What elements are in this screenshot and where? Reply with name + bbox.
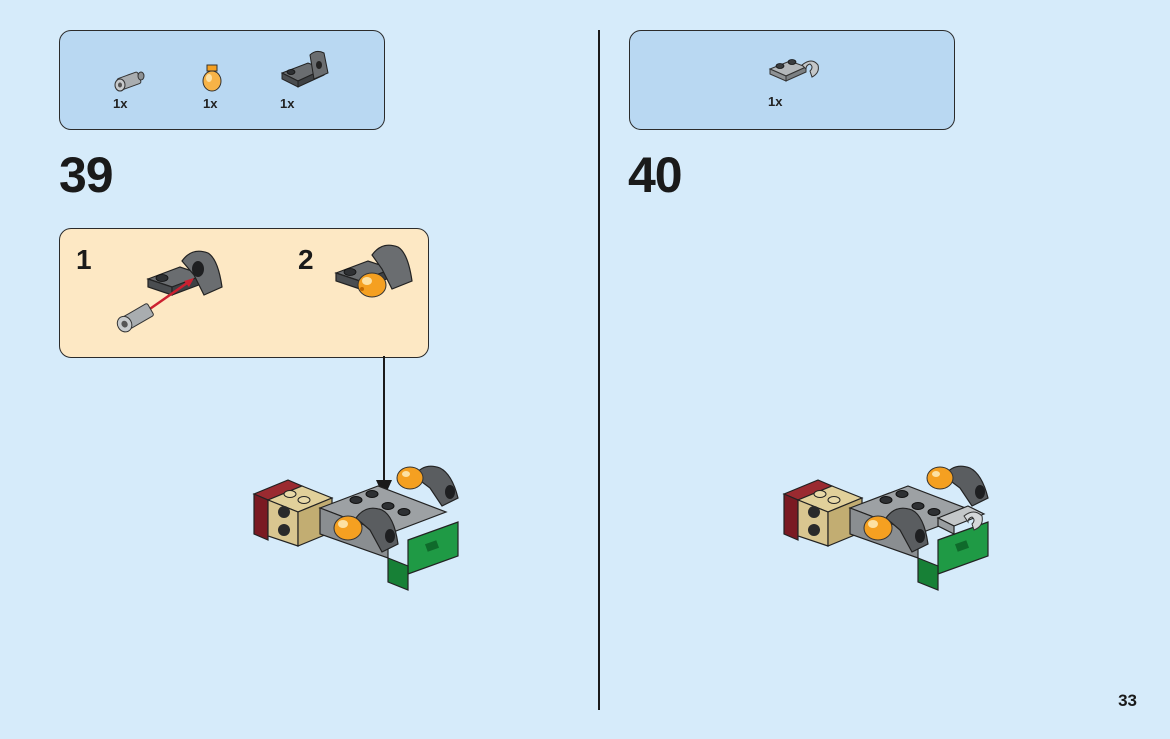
- column-divider: [598, 30, 600, 710]
- step-39-parts-callout: 1x 1x 1x: [59, 30, 385, 130]
- substep-number: 1: [76, 244, 92, 275]
- part-qty: 1x: [113, 96, 128, 111]
- part-qty: 1x: [203, 96, 218, 111]
- step-40-model-illustration: [782, 465, 989, 591]
- part-qty: 1x: [768, 94, 783, 109]
- assembly-arrow: [143, 279, 191, 315]
- substep-1-illustration: [116, 250, 223, 333]
- step-number: 40: [628, 147, 683, 203]
- sub-assembly-callout: 1 2: [59, 228, 429, 358]
- orange-lamp-holder-icon: [202, 64, 222, 92]
- step-40-parts-callout: 1x: [629, 30, 955, 130]
- page-number: 33: [1118, 691, 1137, 710]
- technic-pin-connector-icon: [114, 71, 145, 92]
- part-qty: 1x: [280, 96, 295, 111]
- substep-2-illustration: [334, 244, 413, 298]
- substep-number: 2: [298, 244, 314, 275]
- light-gray-clip-plate-icon: [768, 59, 819, 82]
- dark-gray-bracket-hole-icon: [280, 50, 329, 88]
- step-number: 39: [59, 147, 114, 203]
- step-39-model-illustration: [252, 465, 459, 591]
